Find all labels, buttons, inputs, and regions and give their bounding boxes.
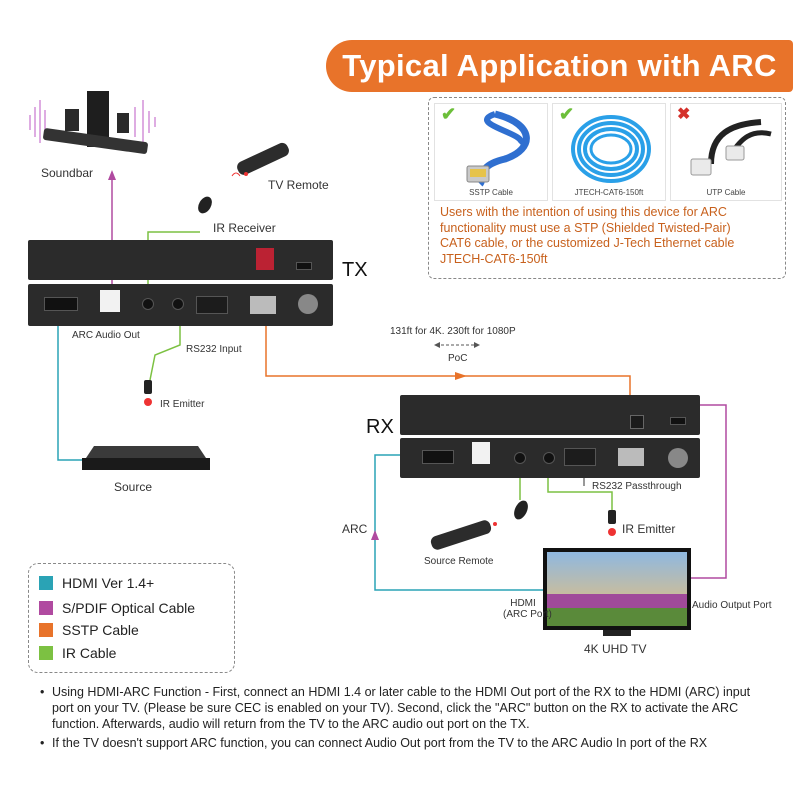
legend-swatch (39, 646, 53, 660)
rx-device-top (400, 395, 700, 435)
legend-swatch (39, 623, 53, 637)
cable-label: UTP Cable (706, 188, 746, 197)
ir-receiver-icon (514, 500, 528, 520)
distance-label: 131ft for 4K. 230ft for 1080P (390, 326, 516, 337)
ir-emitter-tx-cable (149, 310, 181, 381)
arc-audio-out-label: ARC Audio Out (72, 330, 140, 341)
hdmi-cable-tx (57, 310, 85, 461)
legend-item: IR Cable (39, 644, 116, 662)
cable-note-line: functionality must use a STP (Shielded T… (440, 220, 731, 235)
optical-port (100, 290, 120, 312)
cable-card-jtech: ✔ JTECH-CAT6-150ft (552, 103, 666, 201)
sstp-cable (265, 315, 631, 408)
poc-label: PoC (448, 353, 468, 364)
cable-label: JTECH-CAT6-150ft (574, 188, 644, 197)
arc-label: ARC (342, 522, 368, 536)
ir-emitter-tx-label: IR Emitter (160, 399, 205, 410)
rj45-port (618, 448, 644, 466)
tv-remote-label: TV Remote (268, 178, 329, 192)
instruction-item: Using HDMI-ARC Function - First, connect… (40, 684, 770, 732)
rs232-input-label: RS232 Input (186, 344, 242, 355)
arrow-icon (108, 170, 116, 180)
ir-emitter-port (172, 298, 184, 310)
rx-label: RX (366, 416, 394, 438)
usb-port (296, 262, 312, 270)
legend-label: SSTP Cable (62, 622, 139, 638)
rs232-port (564, 448, 596, 466)
hdmi-arc-port-label: HDMI (ARC Port) (503, 598, 552, 620)
hdmi-port (44, 297, 78, 311)
instruction-item: If the TV doesn't support ARC function, … (40, 735, 770, 751)
legend-item: HDMI Ver 1.4+ (39, 574, 154, 592)
checkmark-icon: ✔ (441, 104, 457, 124)
usb-port (670, 417, 686, 425)
soundbar-label: Soundbar (41, 166, 94, 180)
soundbar-image (29, 91, 156, 154)
arrow-icon (474, 342, 480, 348)
rj45-port (250, 296, 276, 314)
arc-button[interactable] (630, 415, 644, 429)
checkmark-icon: ✔ (559, 104, 575, 124)
legend-item: SSTP Cable (39, 621, 139, 639)
ir-receiver-port (142, 298, 154, 310)
source-remote-icon (430, 520, 497, 550)
sstp-cable-image (466, 110, 530, 187)
source-label: Source (114, 480, 153, 494)
tx-device-front (28, 284, 333, 326)
ir-receiver-port (514, 452, 526, 464)
rx-device-front (400, 438, 700, 478)
tx-device-top (28, 240, 333, 280)
rs232-port (196, 296, 228, 314)
ir-emitter-icon (144, 380, 152, 406)
tv-remote-icon (231, 142, 289, 177)
utp-cable-image (690, 119, 772, 176)
cable-note-line: CAT6 cable, or the customized J-Tech Eth… (440, 236, 735, 250)
source-remote-label: Source Remote (424, 556, 494, 567)
jtech-cable-image (571, 115, 651, 183)
legend-label: IR Cable (62, 645, 117, 661)
ir-emitter-port (543, 452, 555, 464)
arrow-icon (371, 530, 379, 540)
cable-note-line: JTECH-CAT6-150ft (440, 251, 548, 266)
legend-swatch (39, 601, 53, 615)
dip-switch[interactable] (256, 248, 274, 270)
title-banner: Typical Application with ARC (326, 40, 793, 92)
optical-port (472, 442, 490, 464)
cross-icon: ✖ (677, 106, 691, 123)
ir-emitter-icon (608, 510, 616, 536)
legend-swatch (39, 576, 53, 590)
source-player-image (82, 446, 210, 470)
power-port (298, 294, 318, 314)
legend-label: S/PDIF Optical Cable (62, 600, 196, 616)
arrow-icon (455, 372, 467, 380)
tv-image (543, 548, 691, 636)
cable-note-line: Users with the intention of using this d… (440, 205, 727, 219)
ir-receiver-label: IR Receiver (213, 221, 276, 235)
power-port (668, 448, 688, 468)
hdmi-arc-port-line: (ARC Port) (503, 609, 552, 620)
hdmi-arc-port-line: HDMI (510, 598, 536, 609)
legend: HDMI Ver 1.4+ S/PDIF Optical Cable SSTP … (28, 563, 235, 673)
legend-item: S/PDIF Optical Cable (39, 599, 195, 617)
ir-receiver-icon (198, 196, 212, 214)
page-title: Typical Application with ARC (342, 48, 777, 83)
ir-emitter-rx-label: IR Emitter (622, 522, 676, 536)
hdmi-port (422, 450, 454, 464)
cable-label: SSTP Cable (469, 188, 513, 197)
instructions: Using HDMI-ARC Function - First, connect… (40, 684, 770, 754)
cable-card-sstp: ✔ SSTP Cable (434, 103, 548, 201)
tv-label: 4K UHD TV (584, 642, 647, 656)
legend-label: HDMI Ver 1.4+ (62, 575, 155, 591)
audio-output-port-label: Audio Output Port (692, 600, 772, 611)
cable-compare-box (428, 97, 786, 279)
tx-label: TX (342, 259, 368, 281)
cable-note: Users with the intention of using this d… (440, 205, 785, 267)
arrow-icon (434, 342, 440, 348)
cable-card-utp: ✖ UTP Cable (670, 103, 782, 201)
rs232-passthrough-label: RS232 Passthrough (592, 481, 682, 492)
